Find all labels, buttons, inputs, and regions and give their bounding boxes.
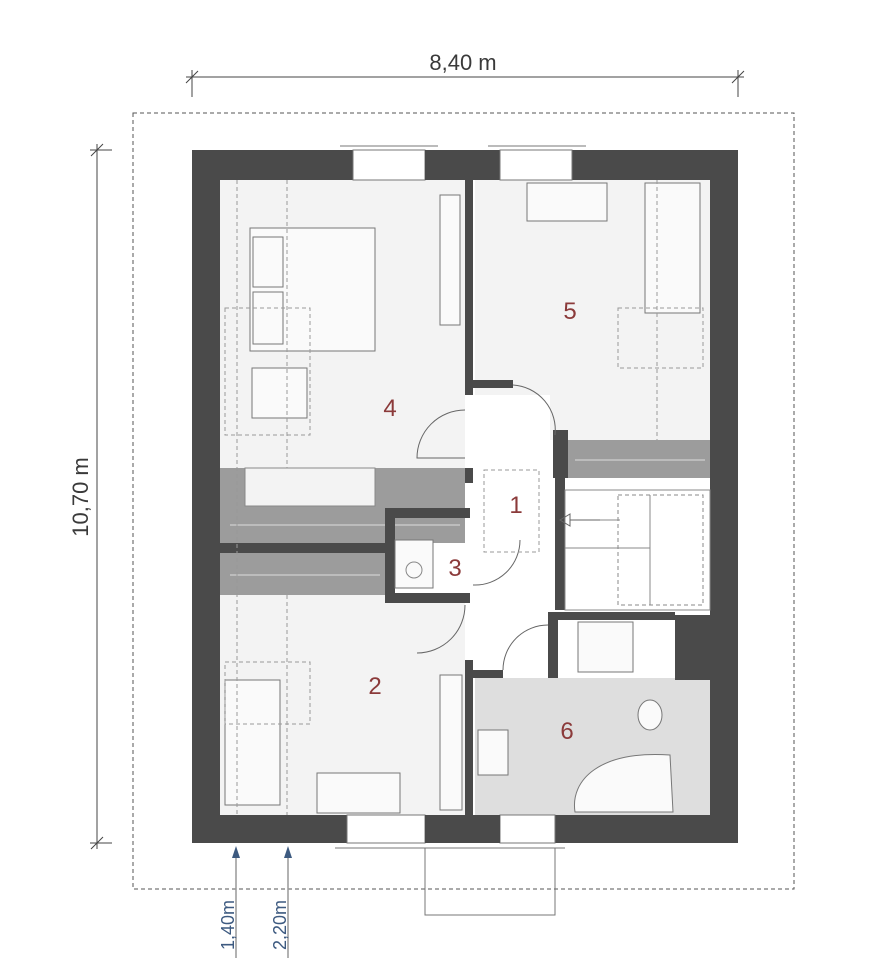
chimney-block bbox=[675, 615, 710, 680]
room-label-5: 5 bbox=[563, 298, 576, 325]
windows bbox=[346, 149, 573, 844]
height-marker-label-2: 2,20m bbox=[270, 900, 290, 950]
doors bbox=[416, 384, 556, 671]
height-marker-lines bbox=[235, 852, 289, 958]
room-label-6: 6 bbox=[560, 718, 573, 745]
floor-room-1 bbox=[465, 395, 550, 675]
balcony-outline bbox=[424, 847, 556, 916]
ceiling-outlines bbox=[224, 180, 704, 815]
width-label: 8,40 m bbox=[429, 50, 496, 75]
room-label-4: 4 bbox=[383, 395, 396, 422]
room-label-2: 2 bbox=[368, 673, 381, 700]
height-dimension bbox=[90, 143, 112, 850]
width-dimension bbox=[185, 70, 745, 97]
staircase bbox=[564, 489, 711, 611]
stair-arrow-icon bbox=[559, 513, 600, 527]
height-label: 10,70 m bbox=[68, 457, 93, 537]
sliding-wardrobe bbox=[244, 467, 376, 507]
shower-drain-icon bbox=[405, 561, 423, 579]
furniture bbox=[224, 182, 701, 814]
interior-walls bbox=[220, 150, 675, 843]
room-label-1: 1 bbox=[509, 492, 522, 519]
zone-hatch bbox=[230, 459, 705, 576]
room-label-3: 3 bbox=[448, 555, 461, 582]
height-marker-arrow-icon bbox=[232, 846, 240, 858]
height-marker-label-1: 1,40m bbox=[218, 900, 238, 950]
roof-outline bbox=[132, 112, 795, 890]
height-marker-arrow-icon bbox=[284, 846, 292, 858]
